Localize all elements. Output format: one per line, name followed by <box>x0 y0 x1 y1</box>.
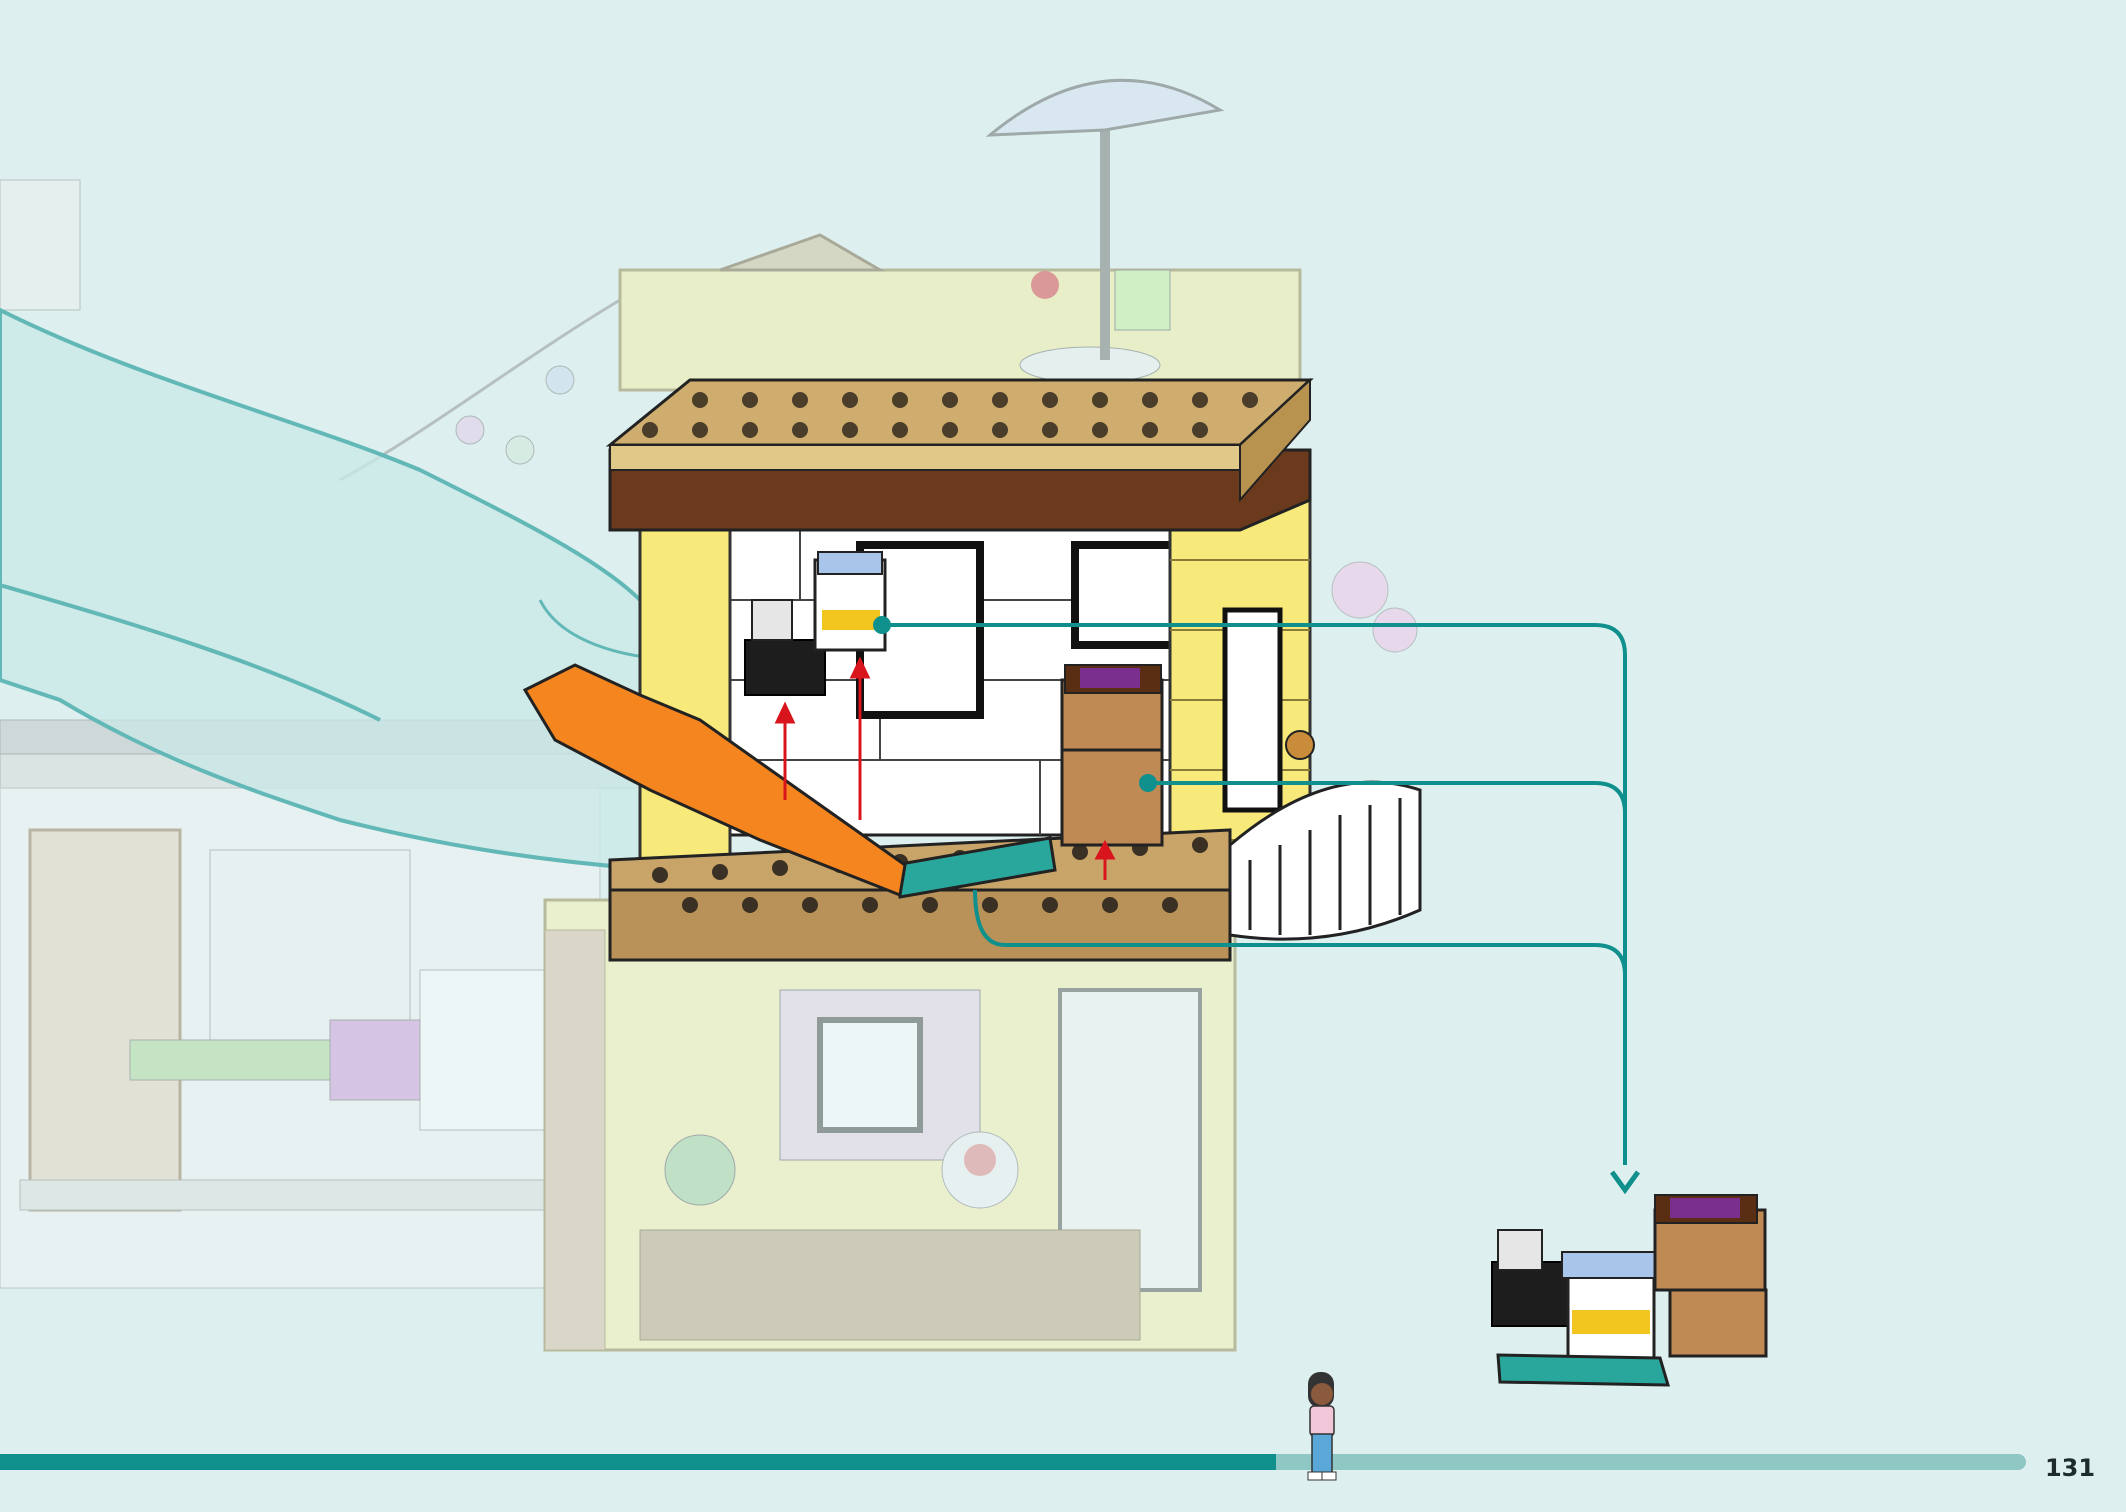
removed-parts-group <box>1491 1194 1768 1387</box>
brick-separator-icon <box>522 663 907 898</box>
page-number: 131 <box>2044 1454 2096 1482</box>
progress-bar-fill <box>0 1454 1277 1470</box>
teal-callout-arrow <box>873 616 1641 1195</box>
parts-in-model <box>744 551 1164 899</box>
minifigure-icon <box>1307 1372 1337 1481</box>
red-up-arrow <box>774 656 1116 880</box>
progress-bar <box>0 1454 2026 1470</box>
current-storey <box>605 377 1422 962</box>
